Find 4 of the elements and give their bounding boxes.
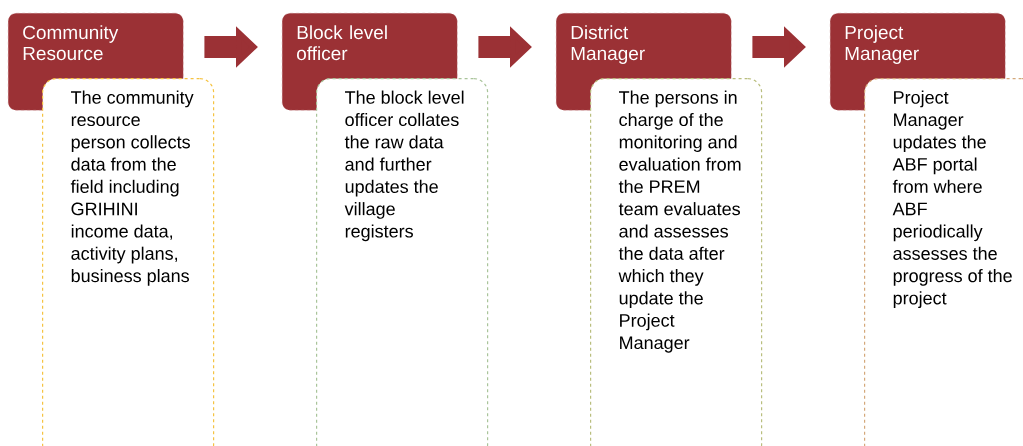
description-box: Project Manager updates the ABF portal from where ABF periodically assesses the progress of the project (864, 78, 1023, 446)
description-box: The persons in charge of the monitoring and evaluation from the PREM team evaluates and assesses the data after which they update the Project Manager (590, 78, 763, 446)
description-box: The block level officer collates the raw data and further updates the village registers (316, 78, 489, 446)
description-box: The community resource person collects data from the field including GRIHINI income data, activity plans, business plans (42, 78, 215, 446)
